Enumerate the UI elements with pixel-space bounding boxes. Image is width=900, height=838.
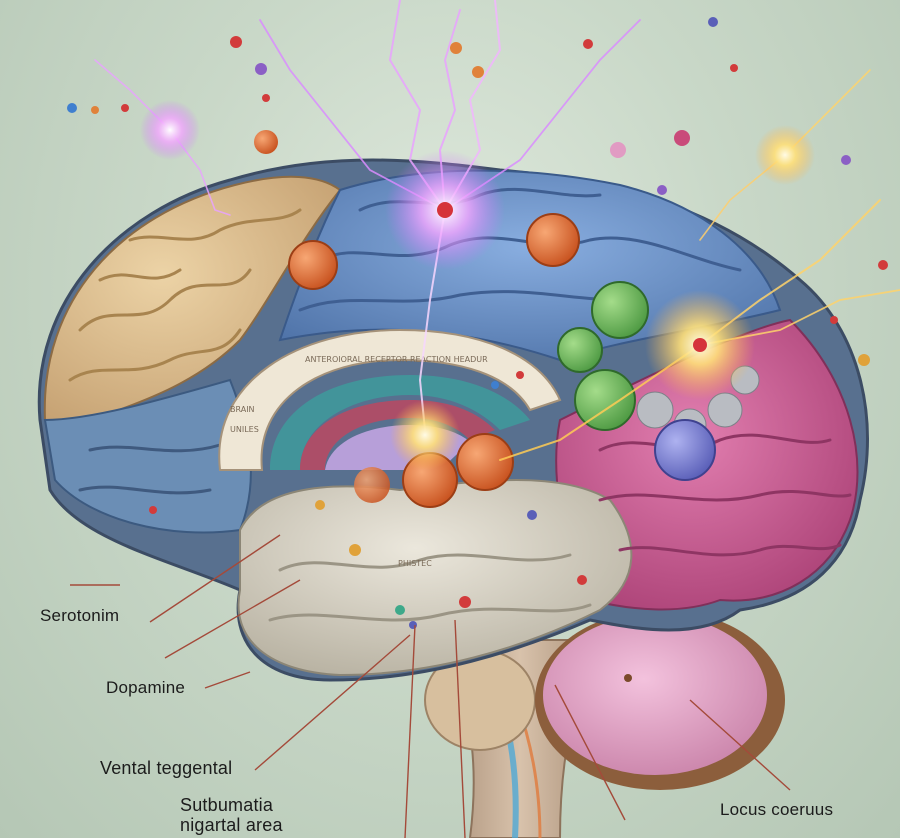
substantia-label-line2: nigartal area [180,815,283,835]
nuclei [254,130,580,508]
green-cluster [557,281,760,481]
stem-tag-text: PHISTEC [398,559,432,568]
locus-coeruleus-label: Locus coeruus [720,800,834,819]
cerebellum [535,610,785,790]
gyri-folds [68,187,852,622]
ventral-tegmental-label: Vental teggental [100,758,233,778]
arc-banner-text: ANTEROIORAL RECEPTOR REACTION HEADUR [305,355,488,364]
plaque-text-1: BRAIN [230,405,255,414]
plaque-text-2: UNILES [230,425,259,434]
floating-molecules [67,17,888,682]
serotonin-label: Serotonim [40,606,120,625]
dopamine-label: Dopamine [106,678,186,697]
sparks [140,100,815,470]
substantia-label-line1: Sutbumatia [180,795,274,815]
leader-lines [70,534,791,838]
